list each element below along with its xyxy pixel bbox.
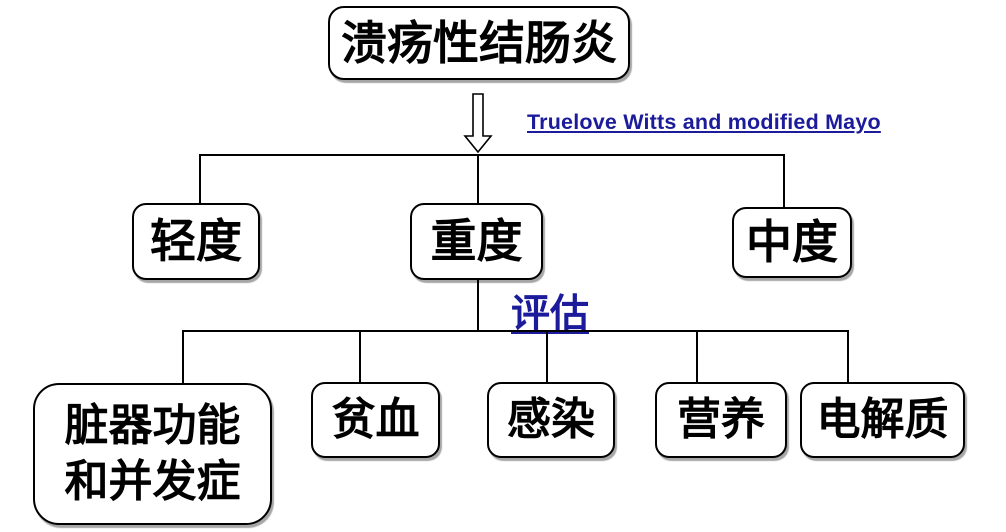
connector-v-nutrition (696, 330, 698, 383)
node-ulcerative-colitis: 溃疡性结肠炎 (328, 6, 630, 80)
connector-v-organ (182, 330, 184, 384)
connector-h-assessment (183, 330, 849, 332)
node-organ-function-complications: 脏器功能 和并发症 (33, 383, 272, 525)
connector-v-severe-top (477, 154, 479, 204)
node-moderate: 中度 (732, 207, 852, 278)
link-assessment[interactable]: 评估 (511, 293, 590, 336)
connector-v-moderate (783, 154, 785, 208)
node-mild: 轻度 (132, 203, 260, 280)
link-truelove-witts-mayo[interactable]: Truelove Witts and modified Mayo (527, 110, 881, 134)
connector-v-infection (546, 330, 548, 383)
connector-v-mild (199, 154, 201, 204)
connector-h-severity (200, 154, 785, 156)
node-electrolytes: 电解质 (800, 382, 965, 458)
connector-v-electrolytes (847, 330, 849, 383)
down-arrow-icon (463, 93, 493, 154)
node-anemia: 贫血 (311, 382, 440, 458)
connector-v-severe-bottom (477, 280, 479, 331)
node-infection: 感染 (487, 382, 615, 458)
node-nutrition: 营养 (655, 382, 787, 458)
node-severe: 重度 (410, 203, 543, 280)
connector-v-anemia (359, 330, 361, 383)
